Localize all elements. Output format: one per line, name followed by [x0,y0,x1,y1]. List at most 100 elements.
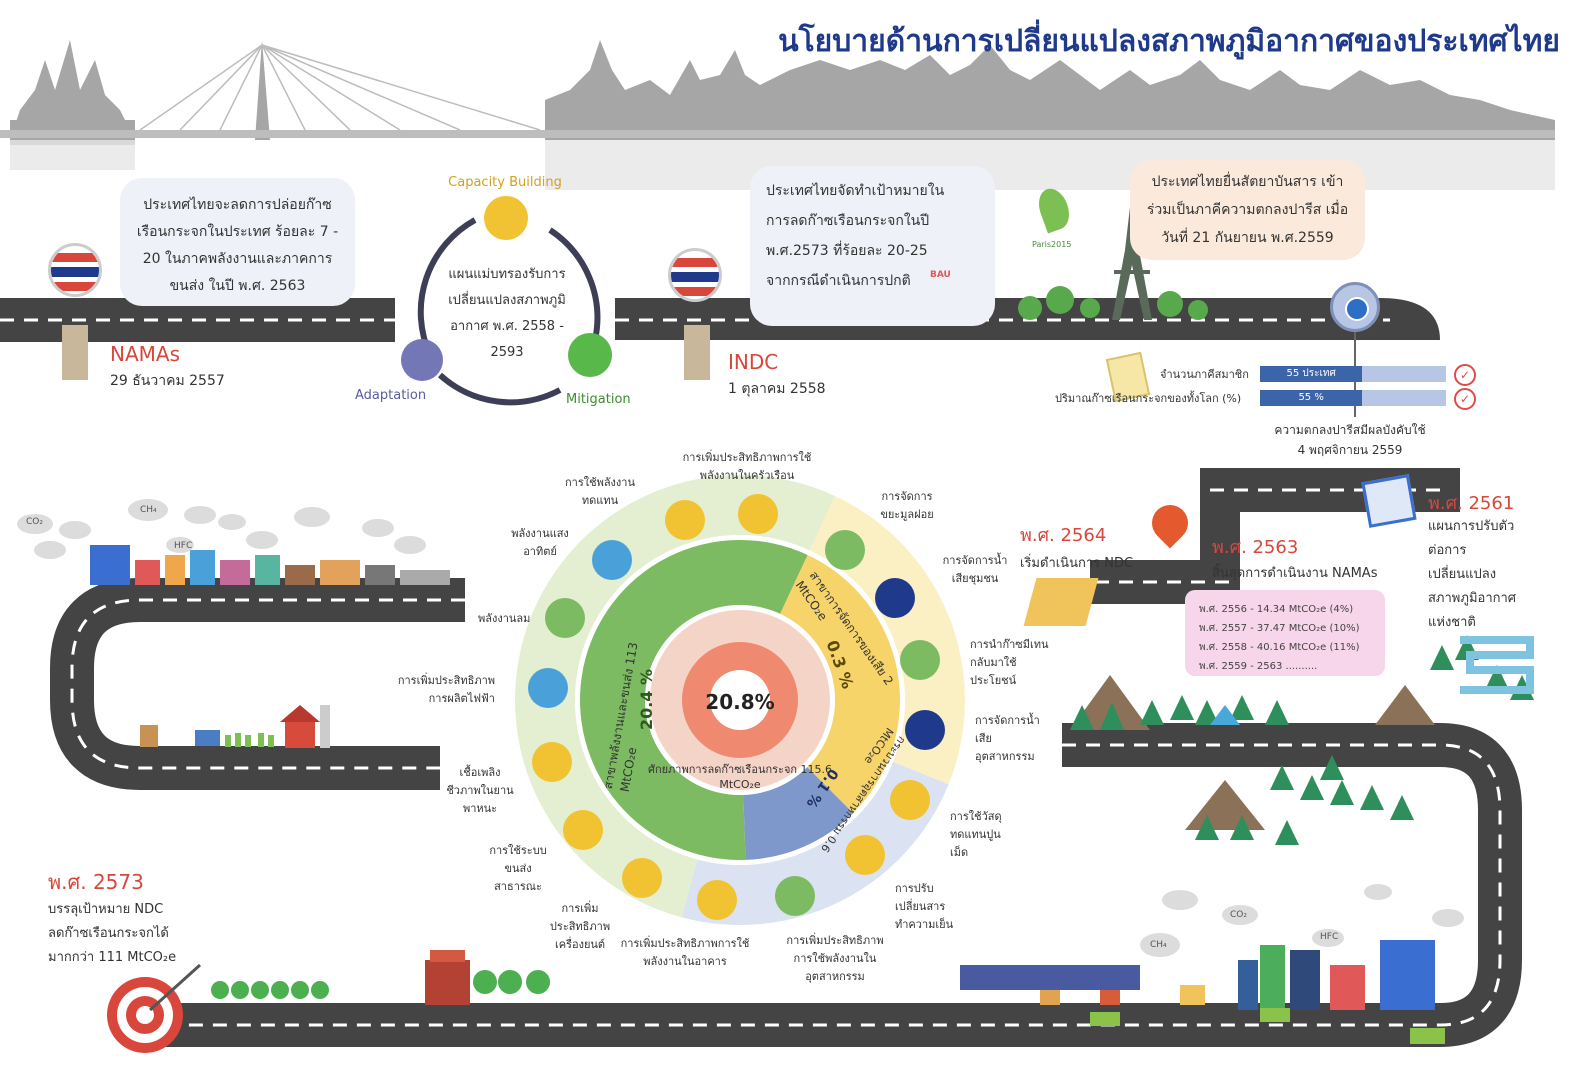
donut-ring-text: ศักยภาพการลดก๊าซเรือนกระจก 115.6 MtCO₂e [647,763,833,791]
label-wind: พลังงานลม [478,612,531,625]
adaptation-label: Adaptation [355,388,427,403]
label-household: การเพิ่มประสิทธิภาพการใช้พลังงานในครัวเร… [682,451,812,482]
truck-icon [905,710,945,750]
outer-energy-segment [515,475,836,918]
emissions-label: ปริมาณก๊าซเรือนกระจกของทั้งโลก (%) [1055,392,1242,405]
map-icon [1023,578,1099,626]
bus-icon [563,810,603,850]
label-cement: การใช้วัสดุทดแทนปูนเม็ด [950,810,1002,859]
house-icon [738,494,778,534]
faucet-icon [875,578,915,618]
farm [140,705,330,748]
plug-icon [665,500,705,540]
namas-result-line: พ.ศ. 2558 - 40.16 MtCO₂e (11%) [1199,642,1360,653]
namas-title: NAMAs [110,342,180,366]
building-icon [697,880,737,920]
label-engine: การเพิ่มประสิทธิภาพเครื่องยนต์ [549,902,611,951]
indc-bubble-text: ประเทศไทยจัดทำเป้าหมายในการลดก๊าซเรือนกร… [766,183,945,289]
un-pin-icon [1330,282,1380,332]
eiffel-tower [1018,190,1208,320]
paris-effective-label: ความตกลงปารีสมีผลบังคับใช้ [1274,423,1426,437]
y2573-title: พ.ศ. 2573 [48,870,144,894]
paris-bubble-text: ประเทศไทยยื่นสัตยาบันสาร เข้าร่วมเป็นภาค… [1146,174,1349,246]
thai-flag-icon [48,243,102,297]
bau-label: BAU [930,270,951,280]
namas-result-line: พ.ศ. 2557 - 37.47 MtCO₂e (10%) [1199,623,1360,634]
solar-panel-icon [592,540,632,580]
skyline [10,40,1555,145]
podium-icon [62,325,88,380]
factory-icon [775,876,815,916]
target [107,963,202,1053]
paris-effective-date: 4 พฤศจิกายน 2559 [1297,443,1403,457]
donut-center-value: 20.8% [705,690,775,714]
label-building: การเพิ่มประสิทธิภาพการใช้พลังงานในอาคาร [620,937,750,968]
label-biofuel: เชื้อเพลิงชีวภาพในยานพาหนะ [446,766,514,815]
check-icon-2: ✓ [1454,388,1476,410]
power-pylon-icon [528,668,568,708]
namas-results-box: พ.ศ. 2556 - 14.34 MtCO₂e (4%) พ.ศ. 2557 … [1185,590,1385,676]
left-city [17,499,450,585]
mountains [1070,635,1534,845]
gas-co2-label: CO₂ [26,517,43,527]
outer-industry-segment [681,761,949,925]
trash-bin-icon [825,530,865,570]
y2561-title: พ.ศ. 2561 [1428,493,1515,514]
namas-bubble: ประเทศไทยจะลดการปล่อยก๊าซเรือนกระจกในประ… [120,178,355,306]
namas-date: 29 ธันวาคม 2557 [110,373,225,389]
label-industrial-wastewater: การจัดการน้ำเสียอุตสาหกรรม [975,714,1040,763]
y2564-text: เริ่มดำเนินการ NDC [1020,556,1134,571]
bridge-cables [139,44,541,131]
y2564-title: พ.ศ. 2564 [1020,525,1107,546]
y2573-text: บรรลุเป้าหมาย NDC ลดก๊าซเรือนกระจกได้มาก… [48,902,177,965]
trees-bottom [211,970,550,999]
paris-logo-text: Paris2015 [1032,240,1072,249]
label-industry: การเพิ่มประสิทธิภาพการใช้พลังงานในอุตสาห… [786,934,884,983]
middle-energy-segment [580,540,808,860]
label-power: การเพิ่มประสิทธิภาพการผลิตไฟฟ้า [397,674,495,705]
y2563-title: พ.ศ. 2563 [1212,537,1299,558]
right-city [960,884,1464,1044]
cement-icon [890,780,930,820]
plan-document-icon [1361,474,1417,528]
capacity-label: Capacity Building [448,175,562,190]
members-label: จำนวนภาคีสมาชิก [1160,368,1249,381]
label-refrigerant: การปรับเปลี่ยนสารทำความเย็น [895,882,954,931]
members-bar: 55 ประเทศ [1260,366,1363,382]
thai-flag-icon-2 [668,248,722,302]
namas-result-line: พ.ศ. 2559 - 2563 .......... [1199,661,1318,672]
paris-bubble: ประเทศไทยยื่นสัตยาบันสาร เข้าร่วมเป็นภาค… [1130,160,1365,260]
gas-ch4-label-2: CH₄ [1150,940,1167,950]
page-title: นโยบายด้านการเปลี่ยนแปลงสภาพภูมิอากาศของ… [778,24,1560,59]
indc-date: 1 ตุลาคม 2558 [728,381,826,397]
members-bar-label: 55 ประเทศ [1286,368,1336,379]
podium-icon-2 [684,325,710,380]
mitigation-label: Mitigation [566,392,631,407]
plan-cycle [401,196,612,406]
gas-ch4-label: CH₄ [140,505,157,515]
label-solid-waste: การจัดการขยะมูลฝอย [880,490,934,521]
fuel-pump-icon [532,742,572,782]
emissions-bar-label: 55 % [1298,392,1324,403]
label-solar: พลังงานแสงอาทิตย์ [511,527,569,558]
refrigerant-icon [845,835,885,875]
label-community-wastewater: การจัดการน้ำเสียชุมชน [942,554,1008,585]
emissions-bar: 55 % [1260,390,1363,406]
plan-center-text: แผนแม่บทรองรับการเปลี่ยนแปลงสภาพภูมิอากา… [448,267,566,360]
paris-effective: ความตกลงปารีสมีผลบังคับใช้ 4 พฤศจิกายน 2… [1265,420,1435,460]
car-icon [622,858,662,898]
gas-hfc-label-2: HFC [1320,932,1339,942]
mitigation-circle [568,333,612,377]
namas-bubble-text: ประเทศไทยจะลดการปล่อยก๊าซเรือนกระจกในประ… [136,197,339,294]
label-renewable: การใช้พลังงานทดแทน [564,476,635,507]
middle-industry-segment [743,767,854,860]
gas-hfc-label: HFC [174,541,193,551]
recycle-icon [900,640,940,680]
label-methane: การนำก๊าซมีเทนกลับมาใช้ประโยชน์ [970,638,1049,687]
check-icon: ✓ [1454,364,1476,386]
gas-co2-label-2: CO₂ [1230,910,1247,920]
middle-waste-segment [780,554,900,814]
label-transit: การใช้ระบบขนส่งสาธารณะ [489,844,547,893]
left-road [50,578,465,790]
wind-turbine-icon [545,598,585,638]
